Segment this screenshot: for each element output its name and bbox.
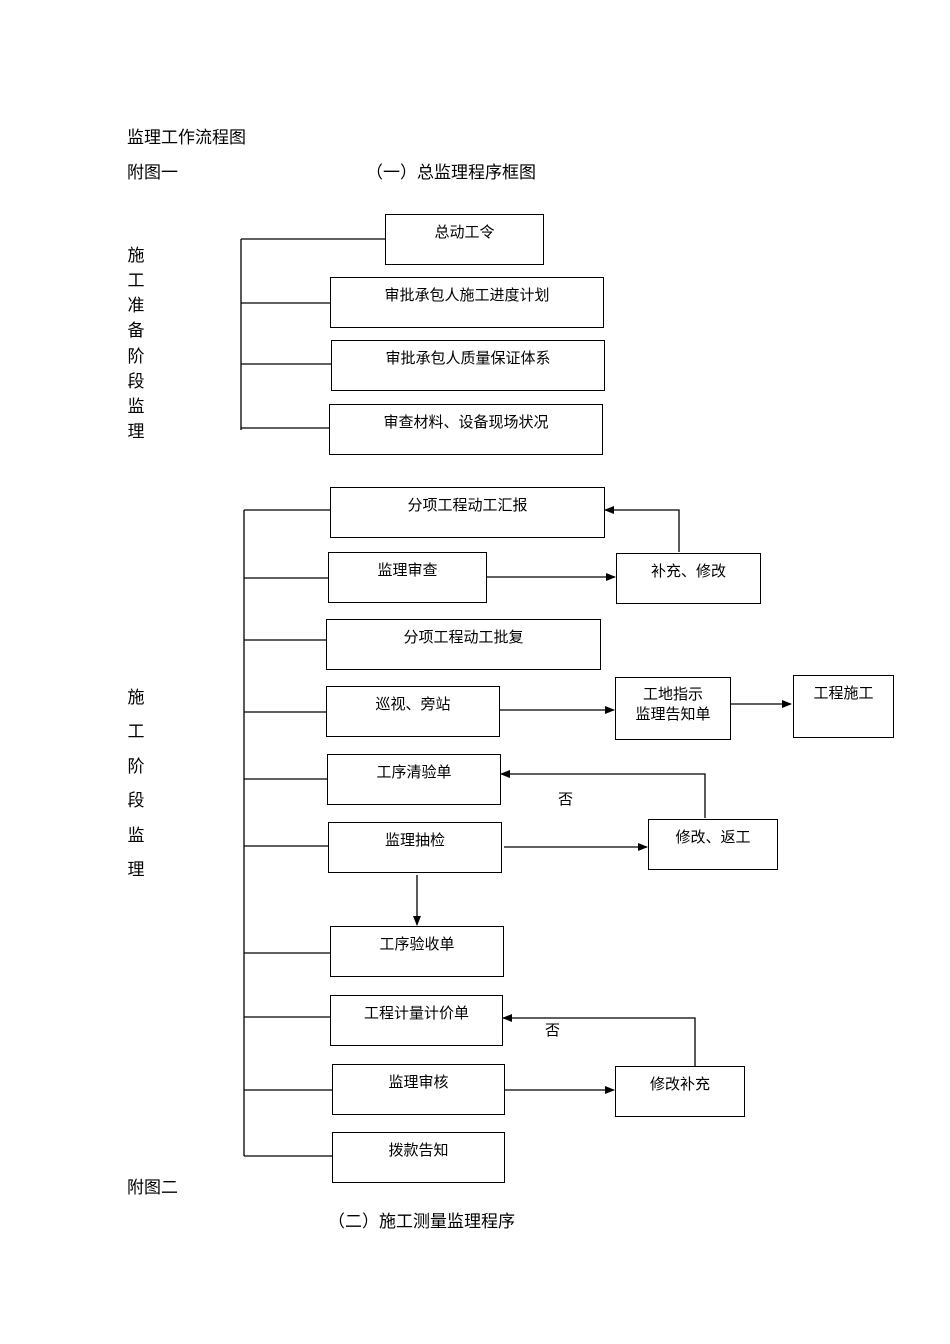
flow-box-supervision-audit: 监理审核 <box>332 1064 505 1115</box>
appendix-1-title: （一）总监理程序框图 <box>366 163 536 183</box>
no-label: 否 <box>558 790 574 808</box>
stage-construction-char: 施 <box>127 688 145 708</box>
flow-box-label: 监理抽检 <box>384 831 445 849</box>
stage-construction-char: 工 <box>127 722 145 742</box>
flow-box-supplement-modify: 补充、修改 <box>616 553 761 604</box>
flow-box-site-instruction: 工地指示 监理告知单 <box>615 677 731 740</box>
flow-box-modify-supplement: 修改补充 <box>615 1066 745 1117</box>
flow-box-label: 审批承包人质量保证体系 <box>385 349 551 367</box>
flow-box-patrol-supervision: 巡视、旁站 <box>326 686 500 737</box>
flow-box-payment-notice: 拨款告知 <box>332 1132 505 1183</box>
stage-construction-char: 段 <box>127 791 145 811</box>
flow-box-label: 工地指示 <box>642 685 703 703</box>
flow-box-engineering-construction: 工程施工 <box>793 675 894 738</box>
flow-box-label: 监理审查 <box>377 561 438 579</box>
no-label: 否 <box>545 1021 561 1039</box>
flow-box-approve-quality-system: 审批承包人质量保证体系 <box>331 340 605 391</box>
flow-box-label: 总动工令 <box>434 223 495 241</box>
flow-box-process-check-form: 工序清验单 <box>327 754 501 805</box>
flow-box-start-order: 总动工令 <box>385 214 544 265</box>
flow-box-modify-rework: 修改、返工 <box>648 819 778 870</box>
appendix-2-label: 附图二 <box>127 1178 178 1198</box>
stage-prep-char: 理 <box>127 422 145 442</box>
stage-prep-char: 准 <box>127 296 145 316</box>
stage-construction-char: 监 <box>127 826 145 846</box>
flow-box-spot-inspection: 监理抽检 <box>328 822 502 873</box>
flow-box-inspect-materials: 审查材料、设备现场状况 <box>329 404 603 455</box>
flow-box-label: 审批承包人施工进度计划 <box>384 286 550 304</box>
flow-box-label: 修改补充 <box>649 1075 710 1093</box>
flow-box-label: 工序验收单 <box>379 935 455 953</box>
flow-box-label: 监理告知单 <box>635 705 711 723</box>
arrow-supplement-back <box>604 506 680 552</box>
flow-box-process-acceptance: 工序验收单 <box>330 926 504 977</box>
flow-box-label: 工程计量计价单 <box>363 1004 469 1022</box>
stage-prep-char: 监 <box>127 397 145 417</box>
flow-box-label: 工序清验单 <box>376 763 452 781</box>
flow-box-approve-schedule: 审批承包人施工进度计划 <box>330 277 604 328</box>
flow-box-label: 审查材料、设备现场状况 <box>383 413 549 431</box>
flow-box-measurement-pricing: 工程计量计价单 <box>330 995 503 1046</box>
stage-prep-char: 段 <box>127 372 145 392</box>
flow-box-label: 分项工程动工汇报 <box>407 496 528 514</box>
page-title: 监理工作流程图 <box>127 128 246 148</box>
stage-prep-char: 备 <box>127 321 145 341</box>
flow-box-start-report: 分项工程动工汇报 <box>330 487 605 538</box>
stage-construction-char: 阶 <box>127 757 145 777</box>
flow-box-label: 巡视、旁站 <box>375 695 451 713</box>
stage-prep-char: 阶 <box>127 347 145 367</box>
arrow-modify-back <box>502 1014 696 1066</box>
stage-prep-char: 工 <box>127 271 145 291</box>
arrow-rework-back <box>500 770 706 818</box>
appendix-1-label: 附图一 <box>127 163 178 183</box>
flow-box-start-approval: 分项工程动工批复 <box>326 619 601 670</box>
flow-box-label: 工程施工 <box>813 684 874 702</box>
stage-construction-char: 理 <box>127 860 145 880</box>
appendix-2-title: （二）施工测量监理程序 <box>328 1212 515 1232</box>
flow-box-supervision-review: 监理审查 <box>328 552 487 603</box>
flow-box-label: 分项工程动工批复 <box>403 628 524 646</box>
flow-box-label: 补充、修改 <box>650 562 726 580</box>
flow-box-label: 修改、返工 <box>675 828 751 846</box>
stage-prep-char: 施 <box>127 246 145 266</box>
flow-box-label: 拨款告知 <box>388 1141 449 1159</box>
flow-box-label: 监理审核 <box>388 1073 449 1091</box>
